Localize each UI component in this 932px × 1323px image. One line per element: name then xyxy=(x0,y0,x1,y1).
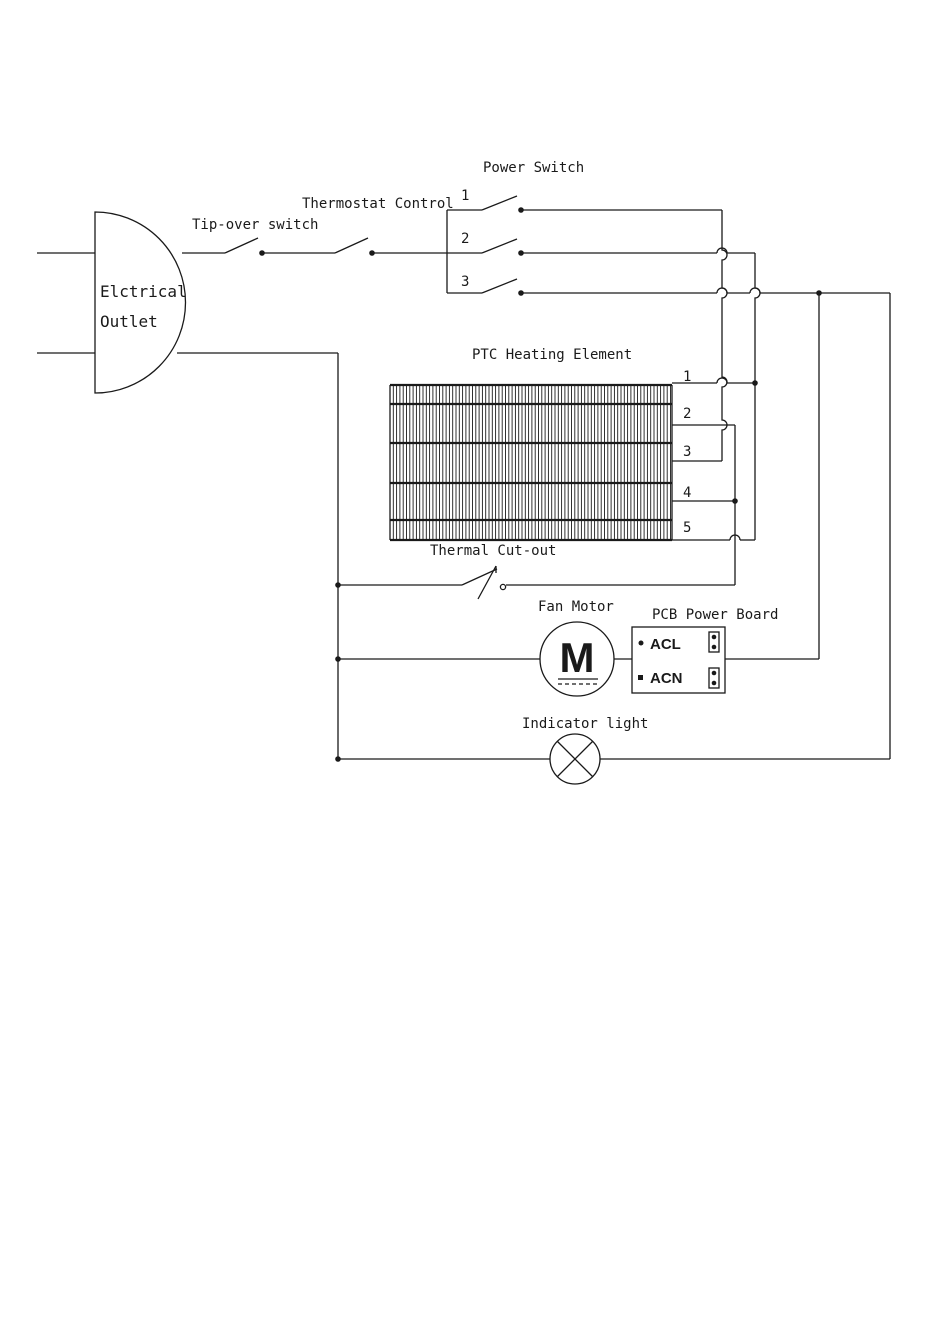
indicator-label: Indicator light xyxy=(522,716,648,732)
ptc-terminal-5: 5 xyxy=(683,520,691,536)
junction-dot xyxy=(335,582,341,588)
neutral-bus xyxy=(177,353,341,762)
fan-motor-label: Fan Motor xyxy=(538,599,614,615)
tip-over-switch-label: Tip-over switch xyxy=(192,217,318,233)
thermal-cutout-label: Thermal Cut-out xyxy=(430,543,556,559)
ptc-terminal-4: 4 xyxy=(683,485,691,501)
switch-blade xyxy=(335,238,368,253)
junction-dot xyxy=(732,498,738,504)
power-switch-label: Power Switch xyxy=(483,160,584,176)
power-switch: Power Switch 1 2 3 xyxy=(447,160,584,296)
pcb-power-board: PCB Power Board ACL ACN xyxy=(632,607,778,693)
ptc-terminal-1: 1 xyxy=(683,369,691,385)
cutout-blade xyxy=(462,569,497,585)
switch-blade-3 xyxy=(482,279,517,293)
outlet-label-line2: Outlet xyxy=(100,312,158,331)
switch-blade-2 xyxy=(482,239,517,253)
cutout-bimetal xyxy=(478,566,496,599)
electrical-outlet: Elctrical Outlet xyxy=(37,212,187,393)
motor-symbol: M xyxy=(560,634,595,681)
ptc-terminal-3: 3 xyxy=(683,444,691,460)
fan-motor: Fan Motor M xyxy=(338,599,632,696)
outlet-label-line1: Elctrical xyxy=(100,282,187,301)
pcb-acn-label: ACN xyxy=(650,670,683,687)
ptc-label: PTC Heating Element xyxy=(472,347,632,363)
thermostat-label: Thermostat Control xyxy=(302,196,454,212)
thermal-cutout: Thermal Cut-out xyxy=(338,543,735,599)
power-switch-pos-2: 2 xyxy=(461,231,469,247)
indicator-light: Indicator light xyxy=(338,716,890,784)
tip-over-switch: Tip-over switch xyxy=(182,217,318,256)
outlet-body xyxy=(95,212,186,393)
cutout-contact xyxy=(500,584,505,589)
power-switch-pos-1: 1 xyxy=(461,188,469,204)
switch-blade-1 xyxy=(482,196,517,210)
switch-blade xyxy=(225,238,258,253)
ptc-terminal-2: 2 xyxy=(683,406,691,422)
power-switch-pos-3: 3 xyxy=(461,274,469,290)
ptc-fins xyxy=(390,385,672,540)
pcb-label: PCB Power Board xyxy=(652,607,778,623)
pcb-acl-label: ACL xyxy=(650,636,681,653)
